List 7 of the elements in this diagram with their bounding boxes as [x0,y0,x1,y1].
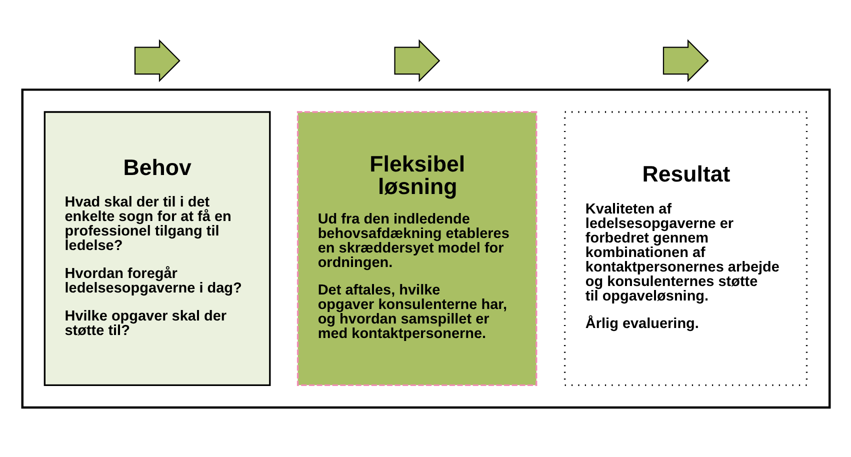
node-box: Behov Hvad skal der til i det enkelte sogn for at få en professionel tilgang til ledelse? Hvordan foregår ledelsesopgaverne i dag? Hvilke opgaver skal der støtte til? [43,111,270,386]
node-box: Resultat Kvaliteten af ledelsesopgaverne er forbedret gennem kombinationen af kontaktpersonernes arbejde og konsulenternes støtte til opgaveløsning. Årlig evaluering. [563,111,808,386]
node-box: Fleksibel løsning Ud fra den indledende behovsafdækning etableres en skræddersyet model for ordningen. Det aftales, hvilke opgaver konsulenterne har, og hvordan samspillet er med kontaktpersonerne. [296,111,537,386]
node-arrow [662,39,708,82]
cluster [20,88,830,409]
node-arrow [134,39,180,82]
node-arrow [394,39,440,82]
